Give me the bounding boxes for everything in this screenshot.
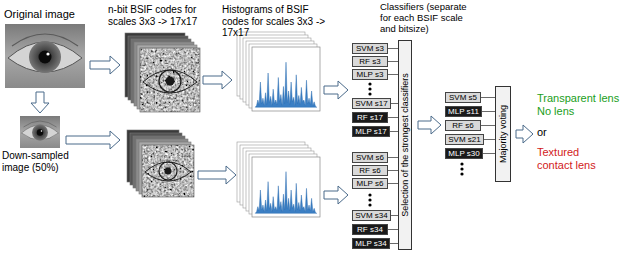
connector-line — [390, 243, 398, 244]
classifier-box: MLP s30 — [445, 148, 483, 159]
node-text: MLP s3 — [357, 71, 384, 79]
label-text: Classifiers (separate for each BSIF scal… — [380, 2, 480, 35]
classifier-box: SVM s17 — [352, 98, 391, 109]
classifier-box: MLP s3 — [352, 69, 388, 80]
node-text: SVM s17 — [355, 100, 387, 108]
connector-line — [484, 139, 495, 140]
connector-line — [388, 117, 398, 118]
classifier-box: RF s3 — [352, 56, 388, 67]
classifier-box: RF s17 — [352, 112, 388, 123]
classifier-box: MLP s6 — [352, 178, 388, 189]
connector-line — [388, 229, 398, 230]
bsif-stack — [127, 130, 194, 197]
classifier-box: MLP s17 — [352, 126, 390, 137]
connector-line — [388, 61, 398, 62]
connector-line — [391, 215, 398, 216]
connector-line — [391, 103, 398, 104]
node-text: RF s17 — [357, 114, 383, 122]
classifier-box: SVM s5 — [445, 92, 481, 103]
node-text: Selection of the strongest classifiers — [401, 73, 410, 217]
connector-line — [482, 111, 495, 112]
classifier-box: RF s6 — [352, 165, 388, 176]
connector-line — [483, 153, 495, 154]
process-bar: Selection of the strongest classifiers — [398, 40, 412, 250]
classifier-box: RF s6 — [445, 120, 481, 131]
node-text: SVM s21 — [448, 136, 480, 144]
histogram-stack — [237, 32, 320, 111]
histogram-stack — [237, 142, 320, 217]
classifier-box: RF s34 — [352, 224, 388, 235]
eye-image-small — [20, 116, 60, 148]
label-text: Original image — [4, 8, 94, 21]
node-text: MLP s11 — [448, 108, 479, 116]
classifier-box: SVM s21 — [445, 134, 484, 145]
node-text: Majority voting — [499, 105, 508, 163]
node-text: RF s6 — [359, 167, 380, 175]
label-text: n-bit BSIF codes for scales 3x3 -> 17x17 — [108, 4, 220, 27]
classifier-box: SVM s3 — [352, 43, 388, 54]
classifier-box: MLP s34 — [352, 238, 390, 249]
node-text: SVM s34 — [355, 212, 387, 220]
node-text: RF s3 — [359, 58, 380, 66]
label-text: Down-sampled image (50%) — [2, 150, 92, 173]
bsif-stack — [125, 33, 200, 112]
label-text: Textured contact lens — [537, 146, 615, 171]
label-text: Histograms of BSIF codes for scales 3x3 … — [222, 4, 337, 39]
node-text: MLP s30 — [448, 150, 479, 158]
node-text: SVM s3 — [356, 45, 384, 53]
connector-line — [388, 48, 398, 49]
node-text: MLP s6 — [357, 180, 384, 188]
node-text: RF s6 — [452, 122, 473, 130]
eye-image — [5, 24, 85, 88]
node-text: MLP s17 — [355, 128, 386, 136]
label-text: Transparent lens No lens — [537, 92, 629, 117]
classifier-box: SVM s6 — [352, 152, 388, 163]
connector-line — [388, 74, 398, 75]
classifier-box: MLP s11 — [445, 106, 482, 117]
connector-line — [481, 97, 495, 98]
connector-line — [481, 125, 495, 126]
connector-line — [388, 183, 398, 184]
node-text: SVM s6 — [356, 154, 384, 162]
connector-line — [388, 170, 398, 171]
label-text: or — [537, 126, 577, 139]
node-text: RF s34 — [357, 226, 383, 234]
node-text: SVM s5 — [449, 94, 477, 102]
block-arrow — [31, 56, 533, 204]
node-text: MLP s34 — [355, 240, 386, 248]
connector-line — [390, 131, 398, 132]
classifier-box: SVM s34 — [352, 210, 391, 221]
connector-line — [388, 157, 398, 158]
process-bar: Majority voting — [495, 86, 511, 182]
